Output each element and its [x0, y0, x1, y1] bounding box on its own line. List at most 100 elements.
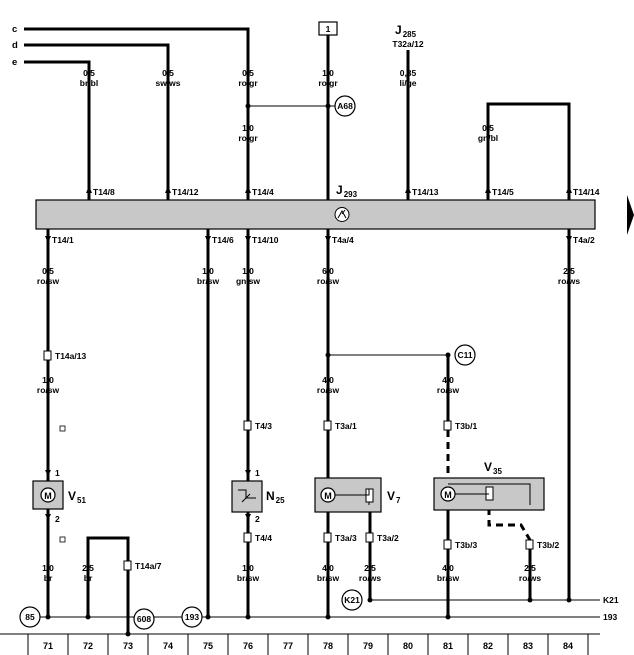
point-85-label: 85	[25, 612, 35, 622]
control-unit-symbol	[334, 207, 350, 222]
motor-v35-letter: M	[444, 490, 452, 500]
connector-t14a-7: T14a/7	[135, 561, 162, 571]
wire-size-89-top: 0,5	[83, 68, 95, 78]
pin-t14-8: T14/8	[93, 187, 115, 197]
wire-color-48-bottom: br	[44, 573, 53, 583]
wire-color-88-bottom: br	[84, 573, 93, 583]
connector-box-1-label: 1	[326, 24, 331, 34]
wire-size-248-mid: 1,0	[242, 123, 254, 133]
relay-top-pin: T32a/12	[392, 39, 423, 49]
point-193-label: 193	[185, 612, 199, 622]
wire-size-168-top: 0,5	[162, 68, 174, 78]
ground-line-k21-label: K21	[603, 595, 619, 605]
point-k21-label: K21	[344, 595, 360, 605]
wire-size-408-top: 0,35	[400, 68, 417, 78]
column-73: 73	[123, 641, 133, 651]
wire-color-328-top: ro/gr	[318, 78, 338, 88]
column-79: 79	[363, 641, 373, 651]
v51-pin-1: 1	[55, 468, 60, 478]
splice-dot-a68-right	[325, 103, 331, 109]
wire-color-89-top: br/bl	[80, 78, 98, 88]
wire-size-448-bottom: 4,0	[442, 563, 454, 573]
component-v7-label: V7	[387, 489, 401, 505]
pin-t14-5: T14/5	[492, 187, 514, 197]
connector-t4-3: T4/3	[255, 421, 272, 431]
column-ruler-ticks	[27, 634, 589, 655]
n25-arrow-1	[245, 470, 251, 476]
point-a68	[334, 95, 356, 117]
wire-color-448-bottom: br/sw	[437, 573, 460, 583]
column-78: 78	[323, 641, 333, 651]
wire-color-328-low: ro/sw	[317, 385, 340, 395]
column-80: 80	[403, 641, 413, 651]
connector-t4-4: T4/4	[255, 533, 272, 543]
column-75: 75	[203, 641, 213, 651]
column-83: 83	[523, 641, 533, 651]
wire-size-48-low: 1,0	[42, 375, 54, 385]
wire-size-488-top: 0,5	[482, 123, 494, 133]
wire-color-488-top: gn/bl	[478, 133, 498, 143]
page-arrow-right	[627, 195, 634, 235]
n25-pin-1: 1	[255, 468, 260, 478]
control-unit-name: J293	[336, 183, 358, 199]
pin-t14-10: T14/10	[252, 235, 279, 245]
v51-arrow-1	[45, 470, 51, 476]
control-unit-symbol-mark	[337, 209, 347, 219]
connector-t3b-2: T3b/2	[537, 540, 559, 550]
column-84: 84	[563, 641, 573, 651]
n25-arrow-2	[245, 514, 251, 520]
pin-t14-13: T14/13	[412, 187, 439, 197]
v7-internal-lines	[335, 489, 370, 505]
point-k21	[341, 589, 363, 611]
column-71: 71	[43, 641, 53, 651]
connector-t3a-1: T3a/1	[335, 421, 357, 431]
wire-size-248-low: 1,0	[242, 266, 254, 276]
marker-square-upper	[59, 425, 66, 432]
splice-dot-c11-left	[325, 352, 331, 358]
lower-wires	[46, 229, 571, 634]
column-81: 81	[443, 641, 453, 651]
wire-size-88-bottom: 2,5	[82, 563, 94, 573]
connector-markers	[43, 350, 534, 571]
wire-size-328-bottom: 4,0	[322, 563, 334, 573]
connector-t3b-1: T3b/1	[455, 421, 477, 431]
wire-size-328-top: 1,0	[322, 68, 334, 78]
wire-size-530-bottom: 2,5	[524, 563, 536, 573]
wire-color-248-low: gn/sw	[236, 276, 260, 286]
wire-color-208-mid: br/sw	[197, 276, 220, 286]
wire-color-328-mid: ro/sw	[317, 276, 340, 286]
point-c11	[454, 344, 476, 366]
control-unit-box	[35, 199, 596, 230]
wire-color-408-top: li/ge	[399, 78, 416, 88]
wire-color-370-bottom: ro/ws	[359, 573, 381, 583]
column-76: 76	[243, 641, 253, 651]
motor-v7-letter: M	[324, 491, 332, 501]
wire-color-248-mid: ro/gr	[238, 133, 258, 143]
relay-top-name: J285	[395, 23, 417, 39]
component-v51-label: V51	[68, 489, 86, 505]
ground-junction-dots	[45, 597, 572, 637]
connector-t14a-13: T14a/13	[55, 351, 86, 361]
wire-color-328-bottom: br/sw	[317, 573, 340, 583]
pin-t14-14: T14/14	[573, 187, 600, 197]
wire-color-248-bottom: br/sw	[237, 573, 260, 583]
splice-dot-c11-right	[445, 352, 451, 358]
pin-t4a-2: T4a/2	[573, 235, 595, 245]
column-72: 72	[83, 641, 93, 651]
v51-pin-2: 2	[55, 514, 60, 524]
wire-size-448-low: 4,0	[442, 375, 454, 385]
bus-label-e: e	[12, 57, 17, 68]
connector-t3a-2: T3a/2	[377, 533, 399, 543]
wire-size-370-bottom: 2,5	[364, 563, 376, 573]
wire-size-208-mid: 1,0	[202, 266, 214, 276]
wire-size-328-low: 4,0	[322, 375, 334, 385]
point-85	[19, 606, 41, 628]
wire-size-248-bottom: 1,0	[242, 563, 254, 573]
column-74: 74	[163, 641, 173, 651]
connector-t3a-3: T3a/3	[335, 533, 357, 543]
point-a68-label: A68	[337, 101, 353, 111]
connector-t3b-3: T3b/3	[455, 540, 477, 550]
v35-dashed-return	[487, 508, 532, 541]
top-wires	[326, 35, 571, 200]
